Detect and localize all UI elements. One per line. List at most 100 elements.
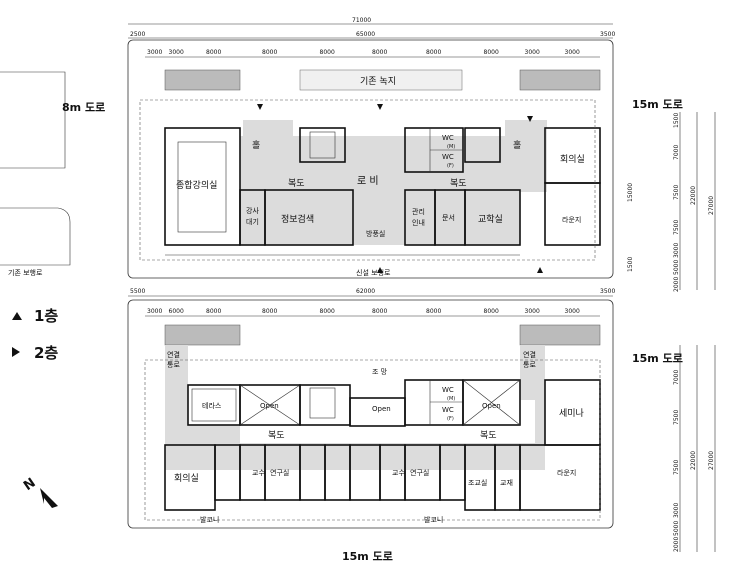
dim-mid-overall-2: 62000 xyxy=(356,288,375,295)
material-room-label: 교재 xyxy=(500,479,513,487)
bay-dim-9: 3000 xyxy=(565,308,580,315)
r1-total-a: 22000 xyxy=(690,186,697,205)
floor1-wc-f-sub: (F) xyxy=(447,163,454,169)
r2-row5: 3000 xyxy=(673,503,680,518)
terrace-label: 테라스 xyxy=(202,401,222,410)
north-arrow-label: N xyxy=(21,475,39,494)
r2-row2: 7000 xyxy=(673,370,680,385)
floor1-marker-icon xyxy=(12,312,22,320)
bay-dim-7: 8000 xyxy=(484,308,499,315)
bay-dim-7: 8000 xyxy=(484,49,499,56)
floor1-corridor-left-label: 복도 xyxy=(288,178,305,189)
academic-office-label: 교학실 xyxy=(478,214,503,225)
north-arrow-icon xyxy=(40,488,58,508)
bay-dim-5: 8000 xyxy=(372,49,387,56)
floor2-marker-icon xyxy=(12,347,20,357)
lecture-hall-label: 종합강의실 xyxy=(176,180,217,191)
ta-room-label: 조교실 xyxy=(468,478,487,487)
instructor-wait-label-1: 강사 xyxy=(246,206,259,215)
r2-row3: 7500 xyxy=(673,410,680,425)
bay-dim-5: 8000 xyxy=(372,308,387,315)
floor2-wc-f-label: WC xyxy=(442,406,454,414)
right-road-bottom-label: 15m 도로 xyxy=(632,352,683,365)
bay-dim-4: 8000 xyxy=(320,308,335,315)
floor1-corridor-right-label: 복도 xyxy=(450,178,467,189)
bay-dim-3: 8000 xyxy=(262,308,277,315)
r2-row4: 7500 xyxy=(673,460,680,475)
dim-left-offset-1: 2500 xyxy=(130,31,145,38)
open-space-3-label: Open xyxy=(482,402,501,410)
r1-row4: 7500 xyxy=(673,220,680,235)
vestibule-label: 방풍실 xyxy=(366,229,385,238)
bay-dim-1: 6000 xyxy=(169,308,184,315)
existing-sidewalk-label: 기존 보행로 xyxy=(8,268,43,277)
dim-mid-overall-1: 65000 xyxy=(356,31,375,38)
admin-label-2: 인내 xyxy=(412,218,425,227)
floor2-plan: 5500 62000 3500 3000 6000 8000 8000 8000 8000… xyxy=(127,288,716,563)
bay-dim-6: 8000 xyxy=(426,308,441,315)
r2-row7: 2000 xyxy=(673,537,680,552)
floor1-hall-left-label: 홀 xyxy=(252,139,260,151)
view-label: 조 망 xyxy=(372,367,388,376)
r1-row2: 7000 xyxy=(673,145,680,160)
bottom-road-label: 15m 도로 xyxy=(342,550,393,563)
bay-dim-2: 8000 xyxy=(206,308,221,315)
left-road-area: 8m 도로 기존 보행로 xyxy=(0,71,105,277)
professor-office-left-label-b: 연구실 xyxy=(270,468,289,477)
instructor-wait-label-2: 대기 xyxy=(246,217,259,226)
floor1-wc-f-label: WC xyxy=(442,153,454,161)
professor-office-right-label-b: 연구실 xyxy=(410,468,429,477)
r1-row7: 2000 xyxy=(673,277,680,292)
floor2-wc-m-sub: (M) xyxy=(447,396,455,402)
info-search-label: 정보검색 xyxy=(281,213,314,225)
left-road-label: 8m 도로 xyxy=(62,101,105,114)
floor2-link-right-label-2: 통로 xyxy=(523,361,536,369)
floor1-hall-right-label: 홀 xyxy=(513,139,521,151)
right-road-top-label: 15m 도로 xyxy=(632,98,683,111)
r1-row1: 1500 xyxy=(673,113,680,128)
floor2-link-left-label-2: 통로 xyxy=(167,361,180,369)
bay-dim-4: 8000 xyxy=(320,49,335,56)
floor2-legend-label: 2층 xyxy=(34,344,58,362)
professor-office-right-label-a: 교수 xyxy=(392,469,405,477)
open-space-2-label: Open xyxy=(372,405,391,413)
bay-dim-3: 8000 xyxy=(262,49,277,56)
bay-dim-2: 8000 xyxy=(206,49,221,56)
floor2-lounge-label: 라운지 xyxy=(557,468,576,477)
r2-total-b: 27000 xyxy=(708,451,715,470)
floor1-wc-m-label: WC xyxy=(442,134,454,142)
floor1-right-dims: 1500700075007500300050002000150001500220… xyxy=(627,113,715,292)
dim-right-offset-1: 3500 xyxy=(600,31,615,38)
r2-row6: 5000 xyxy=(673,521,680,536)
bay-dim-6: 8000 xyxy=(426,49,441,56)
floor2-corridor-left-label: 복도 xyxy=(268,430,285,441)
lobby-label: 로 비 xyxy=(357,175,379,187)
north-arrow: N xyxy=(21,475,58,508)
r1-row5: 3000 xyxy=(673,243,680,258)
floor2-wc-m-label: WC xyxy=(442,386,454,394)
new-sidewalk-label: 신설 보행로 xyxy=(356,268,391,277)
r1-mid: 15000 xyxy=(627,183,634,202)
professor-office-left-label-a: 교수 xyxy=(252,469,265,477)
document-room-label: 문서 xyxy=(442,213,455,222)
dim-left-offset-2: 5500 xyxy=(130,288,145,295)
existing-green-label: 기존 녹지 xyxy=(360,76,396,87)
open-space-1-label: Open xyxy=(260,402,279,410)
floor2-wc-f-sub: (F) xyxy=(447,416,454,422)
r1-row6: 5000 xyxy=(673,260,680,275)
r1-total-b: 27000 xyxy=(708,196,715,215)
admin-label-1: 관리 xyxy=(412,207,425,216)
floor1-meeting-room-label: 회의실 xyxy=(560,154,585,165)
dim-right-offset-2: 3500 xyxy=(600,288,615,295)
balcony-left-label: 발코니 xyxy=(200,515,219,524)
r1-row3: 7500 xyxy=(673,185,680,200)
dim-overall: 71000 xyxy=(352,17,371,24)
balcony-right-label: 발코니 xyxy=(424,515,443,524)
floor2-link-left-label-1: 연결 xyxy=(167,350,180,359)
floor1-lounge-label: 라운지 xyxy=(562,215,581,224)
